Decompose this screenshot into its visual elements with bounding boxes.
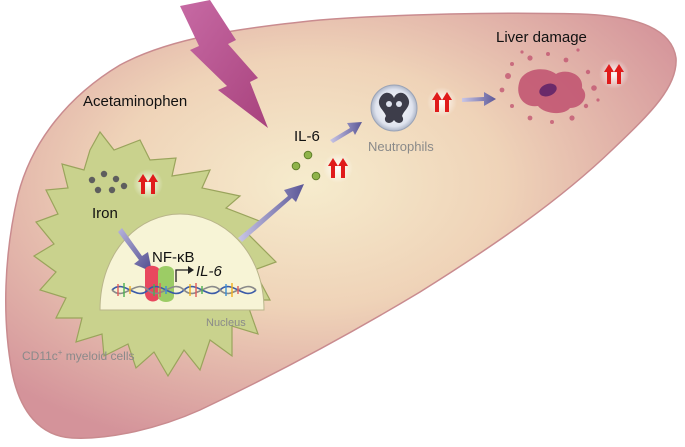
liver-damage-label: Liver damage [496, 29, 587, 46]
transcription-arrowhead-icon [188, 266, 194, 274]
il6-particles-icon [291, 150, 321, 181]
iron-to-nfkb-arrow [118, 228, 152, 272]
nucleus-label: Nucleus [206, 317, 246, 329]
iron-up-arrow-icon [133, 169, 163, 199]
damage-up-arrow-icon [599, 59, 629, 89]
neutrophils-label: Neutrophils [368, 139, 434, 154]
il6-cytokine-label: IL-6 [294, 128, 320, 145]
il6-up-arrow-icon [323, 153, 353, 183]
nucleus-to-il6-arrow [238, 184, 304, 242]
damaged-cell-icon [499, 48, 600, 124]
il6-gene-label: IL-6 [196, 263, 223, 280]
acetaminophen-label: Acetaminophen [83, 93, 187, 110]
neutrophil-to-damage-arrow [462, 92, 496, 106]
nfkb-protein-icon [145, 265, 174, 302]
cell-type-label: CD11c+ myeloid cells [22, 348, 135, 363]
iron-particles-icon [88, 170, 128, 194]
nfkb-label: NF-κB [152, 249, 195, 266]
dna-icon [111, 283, 257, 297]
neutrophil-icon [370, 84, 418, 132]
transcription-arrow-icon [175, 269, 190, 282]
iron-label: Iron [92, 205, 118, 222]
il6-to-neutrophil-arrow [330, 122, 362, 143]
neutrophil-up-arrow-icon [427, 87, 457, 117]
lightning-icon [180, 0, 268, 128]
